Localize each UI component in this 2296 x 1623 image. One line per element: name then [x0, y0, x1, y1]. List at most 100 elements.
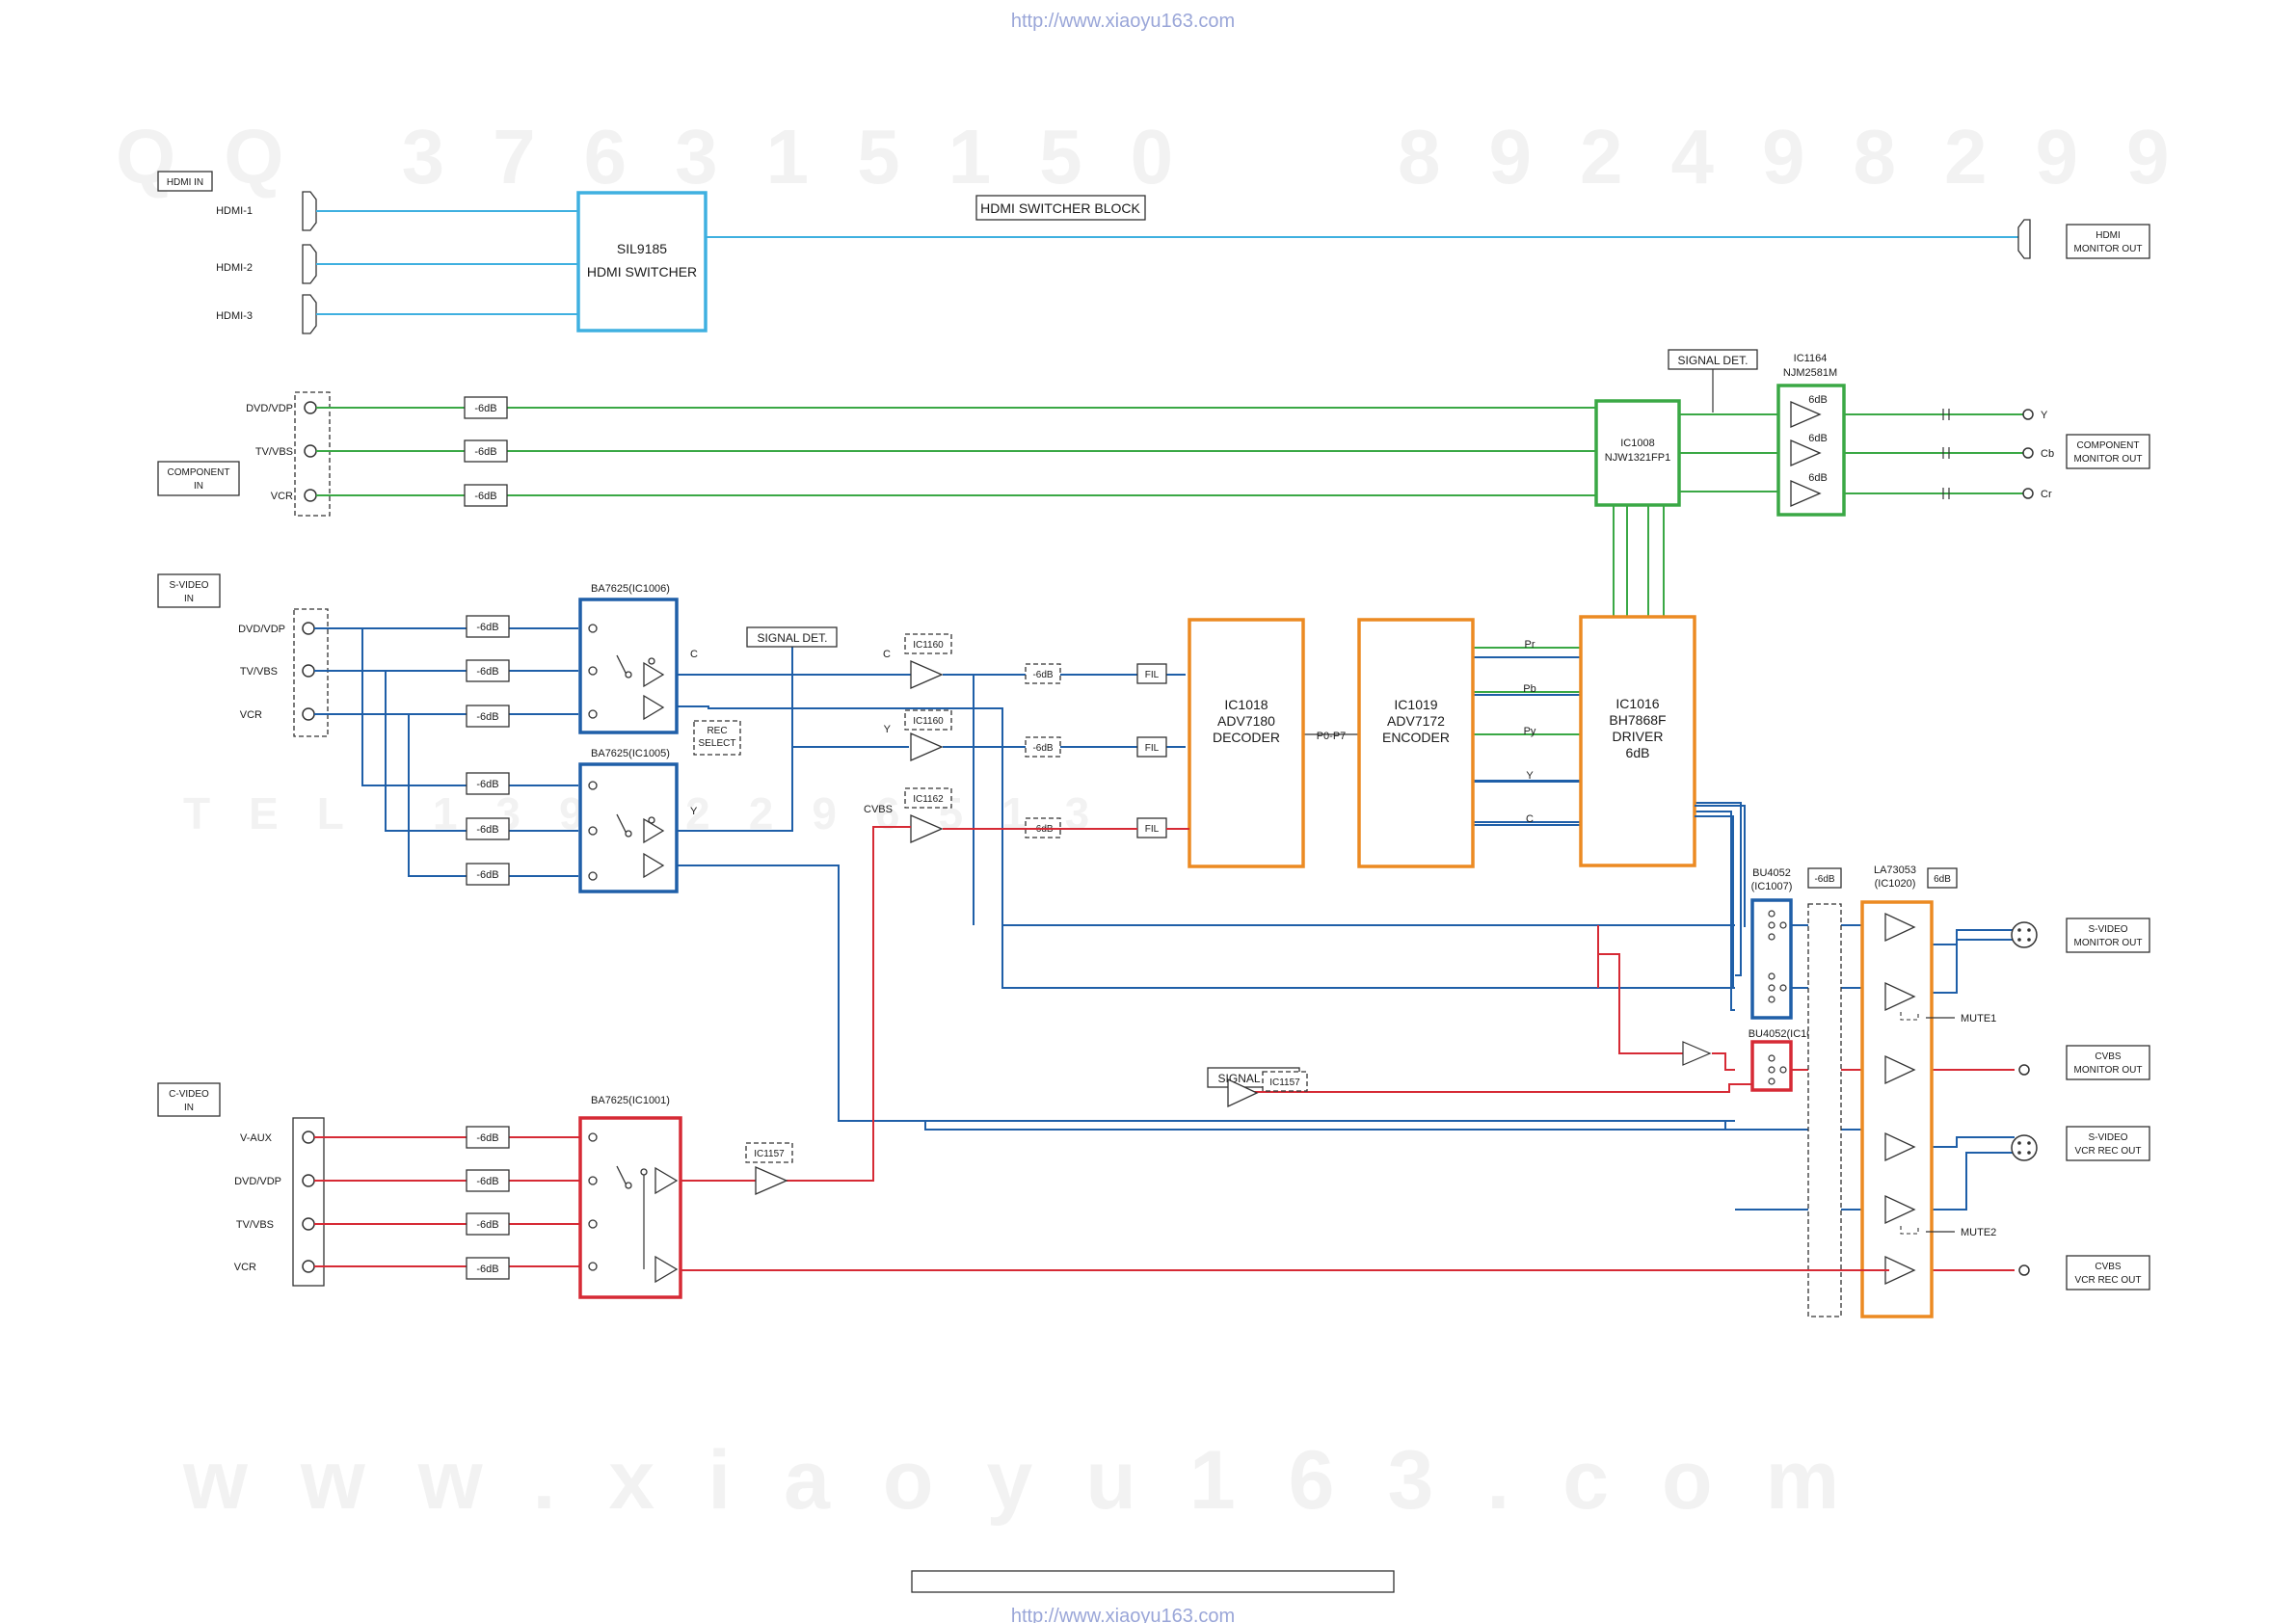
svideo-vcr-jack-icon [302, 707, 315, 721]
hdmi-2-connector-icon [302, 244, 317, 284]
svideo-atten-1-label: -6dB [476, 622, 498, 633]
component-out-label-1: COMPONENT [2077, 440, 2140, 451]
svideo-atten-6-label: -6dB [476, 869, 498, 881]
cvideo-tv-jack-icon [302, 1217, 315, 1231]
ic1157-det-amp-icon [1227, 1078, 1259, 1108]
component-out-cb: Cb [2041, 448, 2054, 460]
mute2-label: MUTE2 [1961, 1227, 1996, 1238]
component-signal-det: SIGNAL DET. [1678, 354, 1749, 367]
svideo-atten-3 [466, 705, 510, 728]
ic1006-label: BA7625(IC1006) [591, 583, 670, 595]
hdmi-section: HDMI IN HDMI-1 HDMI-2 HDMI-3 SIL9185 HDM… [157, 171, 2150, 334]
ic1157-det-label: IC1157 [1269, 1078, 1300, 1088]
enc-out-y: Y [1526, 770, 1534, 782]
dash-atten-y: -6dB [1032, 743, 1053, 754]
buf-cvbs-label: CVBS [864, 804, 893, 815]
svideo-y-label: Y [690, 806, 698, 817]
svideo-atten-6 [466, 863, 510, 886]
ic1016-part: IC1016 [1615, 696, 1659, 711]
enc-out-c: C [1526, 813, 1534, 825]
cvbs-vcr-rec-out-box [2066, 1255, 2150, 1290]
enc-out-pb: Pb [1523, 683, 1535, 695]
ic1162-amp-icon [910, 814, 944, 843]
component-section: COMPONENT IN DVD/VDP TV/VBS VCR [157, 349, 2150, 617]
svideo-signal-det: SIGNAL DET. [758, 631, 828, 645]
out-3-line-2: VCR REC OUT [2075, 1146, 2142, 1157]
component-in-label-box [157, 461, 240, 496]
fil-y-box [1136, 736, 1167, 758]
out-2-line-2: MONITOR OUT [2074, 1065, 2143, 1076]
out-3-line-1: S-VIDEO [2088, 1132, 2127, 1143]
ic1019-adv7172-encoder [1357, 618, 1475, 868]
la-gain-box [1927, 867, 1958, 889]
la-amp-2-icon [1884, 981, 1916, 1012]
component-amp-y-icon [1790, 401, 1822, 428]
ic1162-box [904, 787, 952, 809]
svideo-atten-group: -6dB -6dB -6dB -6dB -6dB -6dB [466, 615, 510, 886]
ic1006-buffer-c-icon [643, 661, 665, 688]
component-input-vcr: VCR [271, 491, 293, 502]
cvideo-atten-group: -6dB -6dB -6dB -6dB [466, 1126, 510, 1280]
svideo-atten-4-label: -6dB [476, 779, 498, 790]
ic1160-y-amp-icon [910, 732, 944, 761]
watermark-phone: 892498299 [1398, 114, 2217, 200]
output-atten-box [1807, 867, 1842, 889]
cvbs-vcr-rec-out-jack-icon [2018, 1264, 2030, 1276]
enc-out-py: Py [1524, 726, 1536, 737]
svideo-input-tv: TV/VBS [240, 666, 278, 678]
cvideo-atten-3 [466, 1212, 510, 1236]
cvideo-in-label-box [157, 1082, 221, 1117]
cvideo-jack-panel [292, 1117, 325, 1287]
ic1164-gain-2: 6dB [1808, 433, 1828, 444]
cvideo-dvd-jack-icon [302, 1174, 315, 1187]
svideo-vcr-rec-out-box [2066, 1126, 2150, 1161]
component-vcr-jack-icon [304, 489, 317, 502]
hdmi-input-2: HDMI-2 [216, 262, 253, 274]
url-top[interactable]: http://www.xiaoyu163.com [1011, 11, 1235, 32]
rec-select-box [693, 720, 741, 756]
la-amp-4-icon [1884, 1131, 1916, 1162]
component-out-y: Y [2041, 410, 2048, 421]
ic1157-cvideo-label: IC1157 [754, 1149, 785, 1159]
ic1016-bh7868f-driver [1579, 615, 1696, 867]
bu1007-part: BU4052 [1752, 867, 1791, 879]
component-atten-vcr-label: -6dB [474, 491, 496, 502]
cvideo-input-dvd: DVD/VDP [234, 1176, 281, 1187]
ic1160-c-label: IC1160 [913, 640, 944, 651]
hdmi-out-connector-icon [2017, 219, 2031, 259]
hdmi-input-3: HDMI-3 [216, 310, 253, 322]
svideo-c-label: C [690, 649, 698, 660]
ic1001-label: BA7625(IC1001) [591, 1095, 670, 1106]
hdmi-in-label: HDMI IN [167, 177, 203, 188]
svideo-input-vcr: VCR [240, 709, 262, 721]
dash-atten-y-box [1025, 736, 1061, 758]
fil-y: FIL [1145, 743, 1160, 754]
url-bottom[interactable]: http://www.xiaoyu163.com [1011, 1606, 1235, 1623]
cvideo-vaux-jack-icon [302, 1131, 315, 1144]
ic1001-buffer-2-icon [654, 1255, 679, 1284]
component-dvd-jack-icon [304, 401, 317, 414]
component-y-jack-icon [2022, 409, 2034, 420]
svideo-signal-det-box [746, 626, 838, 648]
cvideo-in-label-2: IN [184, 1103, 194, 1113]
ic1160-y-label: IC1160 [913, 716, 944, 727]
svideo-monitor-out-jack-icon [2011, 921, 2038, 948]
ic1019-func: ENCODER [1382, 730, 1450, 745]
ic1018-func: DECODER [1213, 730, 1280, 745]
cvideo-atten-4-label: -6dB [476, 1264, 498, 1275]
enc-out-pr: Pr [1525, 639, 1535, 651]
svideo-atten-2-label: -6dB [476, 666, 498, 678]
component-amp-cr-icon [1790, 480, 1822, 507]
rec-select-2: SELECT [699, 738, 736, 749]
svideo-atten-3-label: -6dB [476, 711, 498, 723]
component-atten-vcr [464, 484, 508, 507]
component-cr-jack-icon [2022, 488, 2034, 499]
output-stage: BU4052 (IC1007) BU4052(IC1002) -6dB LA73… [1207, 805, 2150, 1318]
ic1005-buffer-y-icon [643, 817, 665, 844]
svideo-section: S-VIDEO IN DVD/VDP TV/VBS VCR [157, 573, 1742, 1131]
ic1008-name: NJW1321FP1 [1605, 452, 1670, 464]
svideo-atten-1 [466, 615, 510, 638]
component-atten-dvd [464, 396, 508, 419]
decoder-bus-label: P0-P7 [1317, 731, 1347, 742]
ic1019-part: IC1019 [1394, 697, 1437, 712]
